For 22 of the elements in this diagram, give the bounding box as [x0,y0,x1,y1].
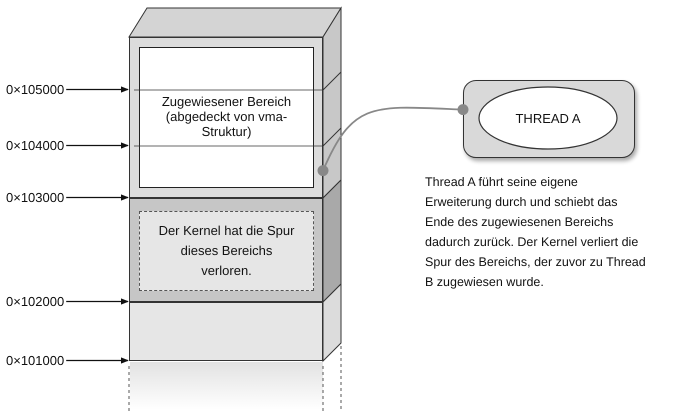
address-label: 0×103000 [6,190,64,205]
memory-band [129,198,323,302]
thread-ellipse [478,86,618,150]
connector-line [318,104,468,176]
region-label: Der Kernel hat die Spur dieses Bereichs verloren. [158,222,296,280]
connector-line [66,194,129,201]
region-label: Zugewiesener Bereich (abgedeckt von vma-Struktur) [160,94,292,139]
address-label: 0×105000 [6,82,64,97]
thread-panel [463,80,635,158]
connector-line [66,298,129,305]
description-text: Thread A führt seine eigene Erweiterung durch und schiebt das Ende des zugewiesenen Bereichs dadurch zurück. Der Kernel verliert die Spur des Bereichs, der zuvor zu Thread B zugewiesen wurde. [425,174,647,291]
address-label: 0×104000 [6,138,64,153]
connector-line [66,86,129,93]
connector-line [66,142,129,149]
memory-band [129,302,323,361]
memory-band [129,37,323,198]
address-label: 0×101000 [6,353,64,368]
lost-region-box [139,211,314,291]
thread-label: THREAD A [514,110,582,126]
address-label: 0×102000 [6,294,64,309]
connector-line [66,357,129,364]
allocated-region-box [139,47,314,188]
